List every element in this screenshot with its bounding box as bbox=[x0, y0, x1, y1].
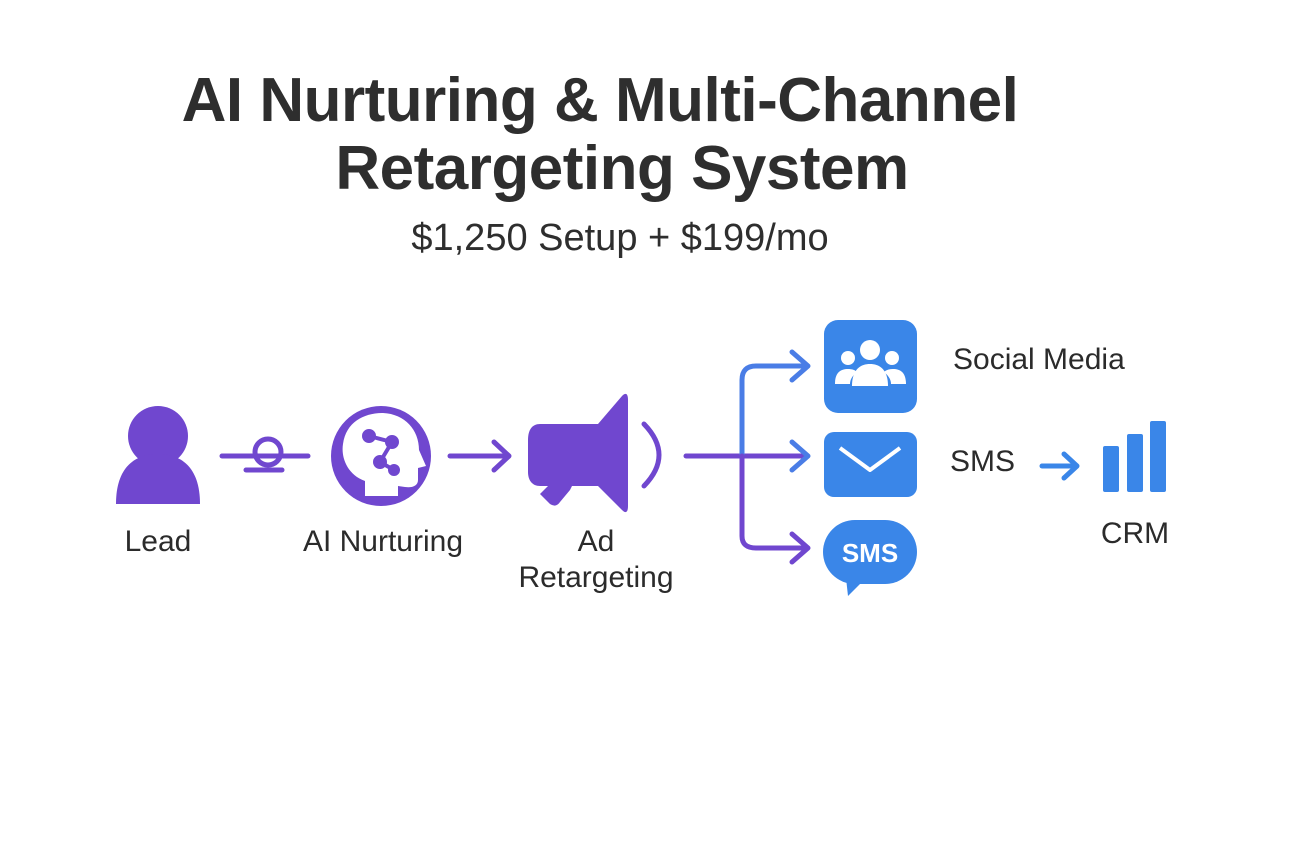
lead-label: Lead bbox=[124, 525, 192, 558]
page-title-line1: AI Nurturing & Multi-Channel bbox=[181, 66, 1019, 135]
connector-lead-to-ai bbox=[219, 436, 311, 473]
sms-bubble-text: SMS bbox=[842, 538, 898, 568]
bar-chart-icon bbox=[1103, 421, 1166, 492]
pricing-subtitle: $1,250 Setup + $199/mo bbox=[411, 217, 829, 259]
arrow-to-crm bbox=[1039, 451, 1080, 481]
ai-nurturing-label: AI Nurturing bbox=[302, 525, 464, 558]
email-channel-label: SMS bbox=[950, 445, 1016, 478]
megaphone-icon bbox=[528, 393, 662, 513]
sms-chat-bubble-icon: SMS bbox=[823, 520, 917, 596]
ad-retargeting-label-line1: Ad bbox=[577, 525, 615, 558]
envelope-icon bbox=[824, 432, 917, 497]
crm-label: CRM bbox=[1100, 517, 1170, 550]
social-media-label: Social Media bbox=[953, 343, 1125, 376]
ad-retargeting-label-line2: Retargeting bbox=[518, 561, 674, 594]
people-group-icon bbox=[824, 320, 917, 413]
branch-connector bbox=[683, 349, 811, 565]
person-icon bbox=[116, 406, 200, 504]
page-title-line2: Retargeting System bbox=[335, 134, 909, 203]
arrow-ai-to-ad bbox=[447, 439, 512, 473]
ai-brain-icon bbox=[331, 406, 431, 506]
